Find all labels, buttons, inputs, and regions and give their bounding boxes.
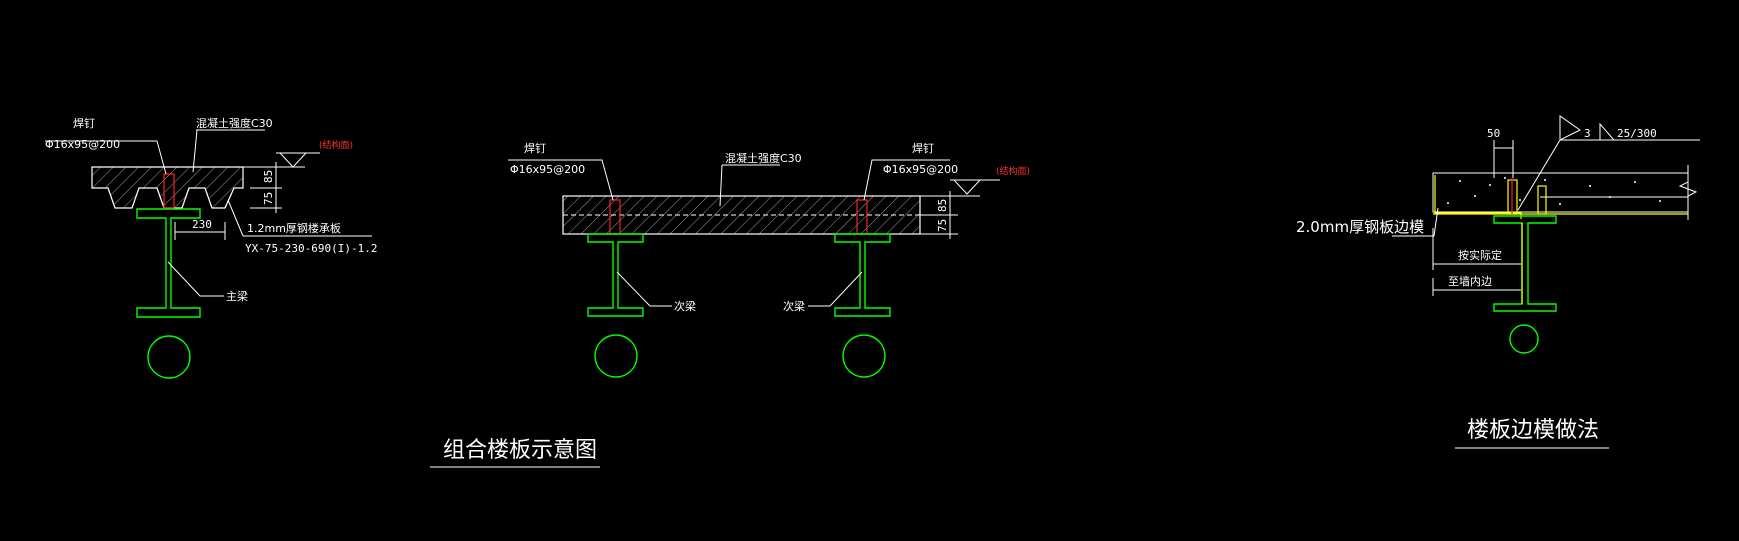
right-column-circle [1509,324,1539,354]
left-dim-75: 75 [262,192,275,205]
right-to-wall-label: 至墙内边 [1448,274,1492,288]
right-slab-edge-form-section: 50 3 25/300 2.0mm厚钢板边模 按实际定 至墙内边 [1296,115,1700,354]
middle-concrete-label: 混凝土强度C30 [725,151,802,165]
left-shear-stud [163,173,175,209]
middle-slab-section: 焊钉 Φ16x95@200 混凝土强度C30 焊钉 Φ16x95@200 (结构… [508,141,1030,378]
title-composite-slab: 组合楼板示意图 [443,438,597,463]
left-slab-concrete [91,166,244,209]
middle-stud-label-right: 焊钉 [912,141,934,155]
right-slab-aggregate-dots [1447,177,1661,205]
left-main-beam [136,208,201,318]
right-weld-spec: 25/300 [1617,127,1657,140]
middle-secondary-beam-right [834,233,891,317]
middle-dim-75: 75 [936,219,949,232]
middle-secondary-beam-left [587,233,644,317]
left-deck-model: YX-75-230-690(I)-1.2 [245,242,377,255]
middle-column-circle-left [594,334,638,378]
left-rib-spacing: 230 [192,218,212,231]
left-beam-label: 主梁 [226,289,248,303]
right-determine-label: 按实际定 [1458,248,1502,262]
middle-column-circle-right [842,334,886,378]
middle-beam-label-right: 次梁 [783,299,805,313]
right-weld-size: 3 [1584,127,1591,140]
left-deck-label: 1.2mm厚钢楼承板 [247,221,341,235]
left-dim-85: 85 [262,170,275,183]
right-edge-form-label: 2.0mm厚钢板边模 [1296,218,1424,236]
middle-stud-spec-right: Φ16x95@200 [883,163,958,176]
title-slab-edge-form: 楼板边模做法 [1467,418,1599,443]
left-level-label: (结构面) [319,139,353,151]
left-stud-spec: Φ16x95@200 [45,138,120,151]
middle-stud-spec-left: Φ16x95@200 [510,163,585,176]
left-concrete-label: 混凝土强度C30 [196,116,273,130]
left-composite-deck-section: 焊钉 Φ16x95@200 混凝土强度C30 (结构面) 85 75 230 1… [45,116,377,379]
right-shear-stud-2 [1537,185,1547,215]
middle-level-label: (结构面) [996,165,1030,177]
right-dim-50: 50 [1487,127,1500,140]
right-slab-concrete [1432,172,1689,213]
left-stud-label: 焊钉 [73,116,95,130]
left-column-circle [147,335,191,379]
middle-stud-label-left: 焊钉 [524,141,546,155]
middle-beam-label-left: 次梁 [674,299,696,313]
right-fillet-weld-icon [1599,122,1616,141]
right-weld-flag-icon [1559,115,1581,141]
middle-dim-85: 85 [936,199,949,212]
